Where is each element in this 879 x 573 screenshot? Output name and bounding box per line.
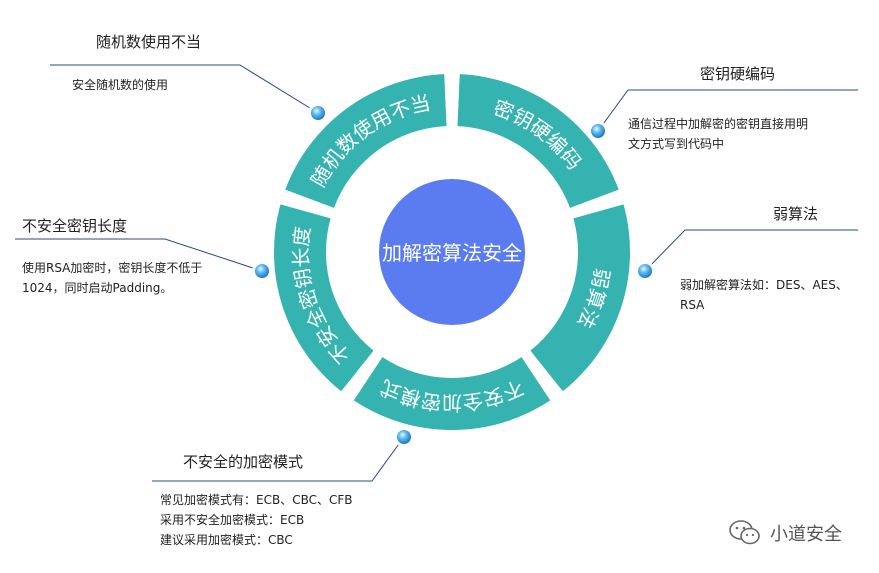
watermark: 小道安全 [728,519,842,547]
callout-desc-hardcode: 通信过程中加解密的密钥直接用明 文方式写到代码中 [628,114,808,154]
ring-segment-hardcode [457,74,619,208]
callout-desc-random: 安全随机数的使用 [72,75,168,95]
ring-segment-mode [353,357,551,430]
callout-line: 采用不安全加密模式：ECB [160,513,305,527]
connector-dot-weakalg [638,264,652,278]
leader-lines [15,64,858,482]
connector-dot-hardcode [591,124,605,138]
callout-line: 常见加密模式有：ECB、CBC、CFB [160,493,353,507]
callout-title-keylen: 不安全密钥长度 [22,217,128,235]
callout-title-random: 随机数使用不当 [96,33,202,51]
callout-line: 1024，同时启动Padding。 [22,281,173,295]
callout-line: 安全随机数的使用 [72,78,169,92]
leader-line-weakalg [644,229,858,272]
callout-line: 通信过程中加解密的密钥直接用明 [628,117,809,131]
callout-title-hardcode: 密钥硬编码 [700,65,776,83]
callout-desc-mode: 常见加密模式有：ECB、CBC、CFB 采用不安全加密模式：ECB 建议采用加密… [160,490,353,550]
ring: 随机数使用不当密钥硬编码弱算法不安全加密模式不安全密钥长度 [274,74,631,430]
leader-line-hardcode [597,89,858,132]
wechat-icon [728,519,762,547]
connector-dot-random [311,106,325,120]
leader-line-keylen [15,238,263,272]
callout-desc-weakalg: 弱加解密算法如：DES、AES、 RSA [680,275,848,315]
callout-line: 建议采用加密模式：CBC [160,533,293,547]
callout-desc-keylen: 使用RSA加密时，密钥长度不低于 1024，同时启动Padding。 [22,258,202,298]
callout-title-mode: 不安全的加密模式 [183,453,304,471]
ring-segment-weakalg [530,204,631,392]
center-title: 加解密算法安全 [382,241,522,265]
callout-line: 文方式写到代码中 [628,137,725,151]
callout-title-weakalg: 弱算法 [773,205,819,223]
leader-line-mode [152,436,405,482]
leader-line-random [50,64,319,114]
ring-segment-random [285,74,447,208]
connector-dot-mode [397,430,411,444]
callout-line: RSA [680,298,705,312]
watermark-text: 小道安全 [770,524,842,545]
center-circle [379,179,525,325]
ring-segment-keylen [274,204,374,392]
connector-dots [252,103,655,447]
connector-dot-keylen [255,264,269,278]
callout-line: 使用RSA加密时，密钥长度不低于 [22,261,203,275]
callout-line: 弱加解密算法如：DES、AES、 [680,278,848,292]
